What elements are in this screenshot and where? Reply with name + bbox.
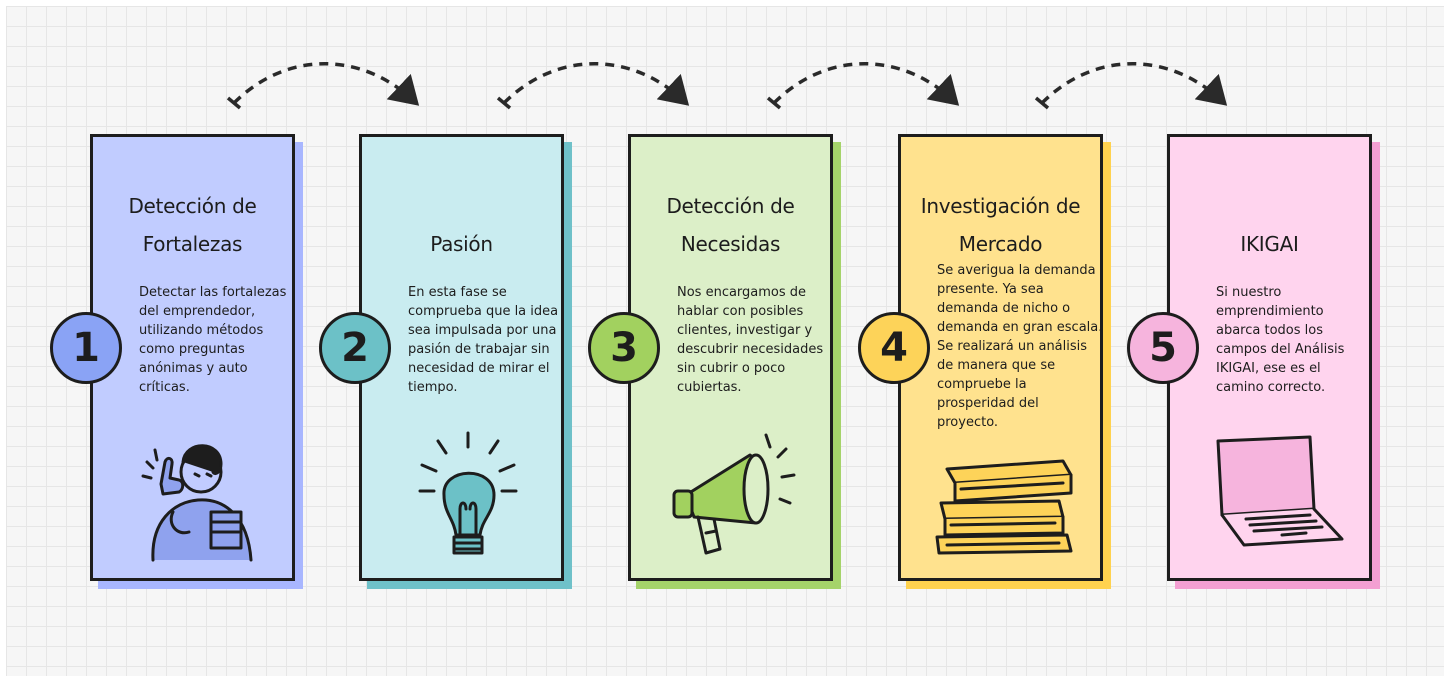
connector-arrows (226, 62, 1228, 110)
step-1-title: Detección de Fortalezas (128, 194, 257, 256)
step-3-badge: 3 (588, 312, 660, 384)
step-card-4: Investigación de Mercado Se averigua la … (898, 134, 1103, 581)
step-5-badge: 5 (1127, 312, 1199, 384)
step-2-text: En esta fase se comprueba que la idea se… (408, 285, 559, 395)
step-2-number: 2 (341, 325, 369, 371)
arrow-2-3 (496, 62, 690, 110)
step-3-number: 3 (610, 325, 638, 371)
step-3-title: Detección de Necesidas (666, 194, 795, 256)
step-card-1: Detección de Fortalezas Detectar las for… (90, 134, 295, 581)
step-4-title: Investigación de Mercado (920, 194, 1081, 256)
step-2-title: Pasión (430, 232, 493, 256)
whiteboard-canvas: Detección de Fortalezas Detectar las for… (6, 6, 1444, 676)
step-card-5: IKIGAI Si nuestro emprendimiento abarca … (1167, 134, 1372, 581)
arrow-3-4 (766, 62, 960, 110)
step-5-title: IKIGAI (1240, 232, 1299, 256)
person-thumbs-up-icon (141, 444, 253, 562)
arrow-1-2 (226, 62, 420, 110)
step-5-number: 5 (1149, 325, 1177, 371)
step-4-badge: 4 (858, 312, 930, 384)
step-1-badge: 1 (50, 312, 122, 384)
step-5-text: Si nuestro emprendimiento abarca todos l… (1216, 285, 1345, 395)
books-stack-icon (935, 459, 1073, 555)
step-card-3: Detección de Necesidas Nos encargamos de… (628, 134, 833, 581)
step-3-text: Nos encargamos de hablar con posibles cl… (677, 285, 824, 395)
light-bulb-icon (418, 431, 518, 555)
step-2-badge: 2 (319, 312, 391, 384)
step-4-text: Se averigua la demanda presente. Ya sea … (937, 263, 1103, 430)
laptop-icon (1216, 435, 1344, 547)
step-card-2: Pasión En esta fase se comprueba que la … (359, 134, 564, 581)
step-1-number: 1 (72, 325, 100, 371)
step-1-text: Detectar las fortalezas del emprendedor,… (139, 285, 287, 395)
step-4-number: 4 (880, 325, 908, 371)
arrow-4-5 (1034, 62, 1228, 110)
megaphone-icon (672, 433, 796, 555)
